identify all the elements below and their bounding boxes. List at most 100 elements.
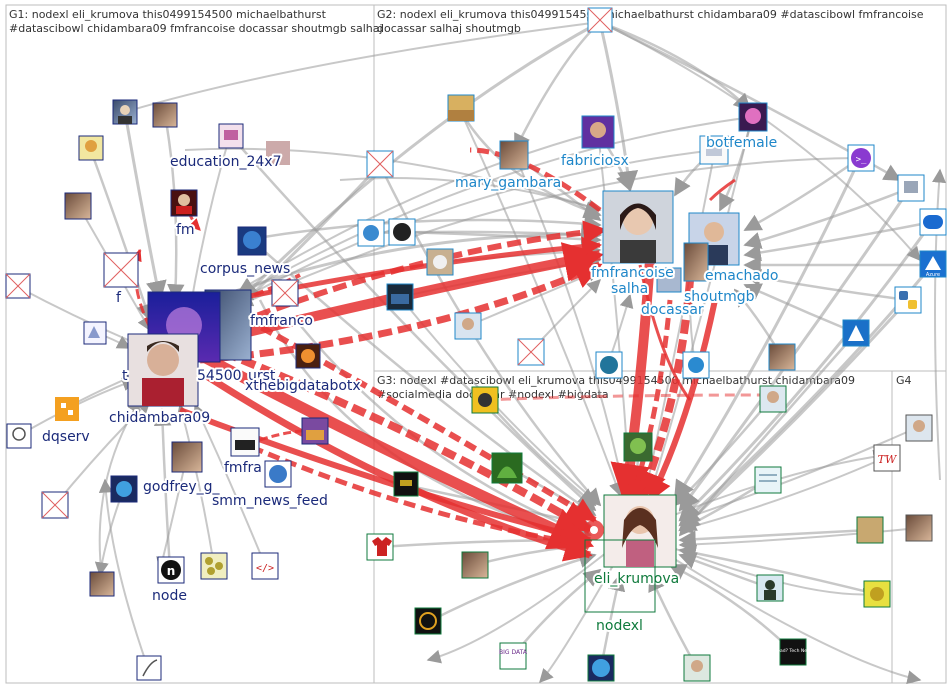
node-avatar-fabriciosx[interactable]	[581, 115, 615, 149]
node-broken-image-g2[interactable]	[366, 150, 394, 178]
node-avatar-crossed[interactable]	[682, 351, 710, 379]
node-broken-image-top[interactable]	[587, 7, 613, 33]
node-avatar-docassar[interactable]	[656, 267, 682, 293]
node-avatar-node[interactable]: n	[157, 556, 185, 584]
node-avatar-g3-silhouette[interactable]	[756, 574, 784, 602]
node-avatar-tw[interactable]: TW	[873, 444, 901, 472]
node-avatar-piano[interactable]	[230, 427, 260, 457]
label-corpus-news: corpus_news	[200, 261, 290, 277]
g2-title-line1: G2: nodexl eli_krumova this0499154500 mi…	[377, 8, 924, 21]
label-xthebigdatabotx: xthebigdatabotx	[245, 378, 361, 394]
node-avatar-g3-lines[interactable]	[754, 466, 782, 494]
node-avatar-camera[interactable]	[471, 386, 499, 414]
node-avatar-g3-man3[interactable]	[683, 654, 711, 682]
label-smm-news-feed: smm_news_feed	[212, 493, 328, 509]
node-avatar-g4-man[interactable]	[905, 414, 933, 442]
grey-edges	[17, 16, 947, 685]
node-avatar-godfrey-cloud[interactable]	[110, 475, 138, 503]
node-avatar-camel[interactable]	[447, 94, 475, 122]
label-dqserv: dqserv	[42, 429, 90, 445]
node-avatar-flowers[interactable]	[200, 552, 228, 580]
node-avatar-g1-9[interactable]	[89, 571, 115, 597]
node-avatar-botfemale[interactable]	[738, 102, 768, 132]
node-avatar-big-data[interactable]: BIG DATA	[499, 642, 528, 670]
node-avatar-godfrey[interactable]	[171, 441, 203, 473]
node-avatar-globe[interactable]	[587, 654, 615, 682]
label-fabriciosx: fabriciosx	[561, 153, 629, 169]
node-avatar-crate[interactable]	[386, 283, 414, 311]
label-54500: 54500	[197, 368, 242, 384]
node-avatar-xthebigdatabotx[interactable]	[295, 343, 321, 369]
node-avatar-g2-man[interactable]	[454, 312, 482, 340]
node-avatar-g3-deer[interactable]	[856, 516, 884, 544]
node-avatar-g2-girl[interactable]	[768, 343, 796, 371]
node-avatar-feather[interactable]	[136, 655, 162, 681]
label-shoutmgb: shoutmgb	[684, 289, 755, 305]
node-avatar-g3-yellow[interactable]	[863, 580, 891, 608]
node-broken-image-1[interactable]	[103, 252, 139, 288]
svg-text:</>: </>	[256, 563, 274, 574]
node-avatar-mary-gambara[interactable]	[499, 140, 529, 170]
node-avatar-shoutmgb[interactable]	[683, 242, 709, 282]
node-avatar-corpus-news[interactable]	[237, 226, 267, 256]
node-avatar-robot2[interactable]	[897, 174, 925, 202]
node-broken-image-g2b[interactable]	[517, 338, 545, 366]
label-godfrey: godfrey_g_	[143, 479, 221, 495]
node-avatar-g3-dark[interactable]	[393, 471, 419, 497]
node-avatar-read-tech[interactable]: Read? Tech Nerd	[774, 638, 812, 666]
node-avatar-azure-a[interactable]	[842, 319, 870, 347]
label-education: education_24x7	[170, 154, 281, 170]
node-avatar-g1-4[interactable]	[218, 123, 244, 149]
label-t: t	[122, 368, 128, 384]
node-avatar-dqserv-tile[interactable]	[55, 397, 79, 421]
node-avatar-g3-leaf[interactable]	[491, 452, 523, 484]
node-avatar-dqserv[interactable]	[6, 423, 32, 449]
node-broken-image-2[interactable]	[5, 273, 31, 299]
label-f: f	[116, 290, 122, 306]
node-avatar-g1-6[interactable]	[64, 192, 92, 220]
label-mary-gambara: mary_gambara	[455, 175, 561, 191]
node-avatar-fmfrancoise[interactable]	[602, 190, 674, 264]
node-avatar-fm[interactable]	[170, 189, 198, 217]
node-avatar-azure[interactable]: Azure	[919, 250, 947, 278]
node-avatar-g1-5[interactable]	[266, 141, 290, 165]
label-salha: salha	[611, 281, 648, 297]
g3-title-line1: G3: nodexl #datascibowl eli_krumova this…	[377, 374, 855, 387]
node-broken-image-3[interactable]	[271, 279, 299, 307]
node-avatar-g3-tree[interactable]	[623, 432, 653, 462]
node-avatar-g1-1[interactable]	[112, 99, 138, 125]
node-avatar-dog[interactable]	[426, 248, 454, 276]
node-avatar-g1-2[interactable]	[152, 102, 178, 128]
label-fmfrancoise: fmfrancoise	[591, 265, 674, 281]
g2-title-line2: docassar salhaj shoutmgb	[377, 22, 521, 35]
node-avatar-code[interactable]: </>	[251, 552, 279, 580]
svg-text:n: n	[167, 564, 176, 578]
node-avatar-terminal[interactable]: >_	[847, 144, 875, 172]
big-data-tile-text: BIG DATA	[499, 649, 528, 656]
tw-tile-text: TW	[878, 453, 898, 466]
node-avatar-shirt[interactable]	[366, 533, 394, 561]
label-nodexl: nodexl	[596, 618, 643, 634]
node-broken-image-4[interactable]	[41, 491, 69, 519]
node-avatar-wordpress[interactable]	[595, 351, 623, 379]
node-avatar-g1-3[interactable]	[78, 135, 104, 161]
node-avatar-owl[interactable]	[357, 219, 385, 247]
node-avatar-g2-robot[interactable]	[699, 135, 729, 165]
node-avatar-g4-woman[interactable]	[905, 514, 933, 542]
label-eli-krumova: eli_krumova	[594, 571, 679, 587]
node-avatar-g3-ring[interactable]	[414, 607, 442, 635]
node-avatar-eli-krumova[interactable]	[603, 494, 677, 568]
node-avatar-4d[interactable]	[919, 208, 947, 236]
node-avatar-bot-circle[interactable]	[388, 218, 416, 246]
g1-title-line2: #datascibowl chidambara09 fmfrancoise do…	[9, 22, 383, 35]
nodes: education_24x7 fm corpus_news f	[5, 7, 947, 682]
node-avatar-smm-news-feed[interactable]	[264, 460, 292, 488]
node-avatar-python[interactable]	[894, 286, 922, 314]
node-avatar-g1-7[interactable]	[83, 321, 107, 345]
node-avatar-g3-man2[interactable]	[461, 551, 489, 579]
node-avatar-chidambara09[interactable]	[127, 333, 199, 407]
node-avatar-g3-man[interactable]	[759, 385, 787, 413]
node-avatar-g1-8[interactable]	[301, 417, 329, 445]
g4-title: G4	[896, 374, 912, 387]
g1-title-line1: G1: nodexl eli_krumova this0499154500 mi…	[9, 8, 327, 21]
